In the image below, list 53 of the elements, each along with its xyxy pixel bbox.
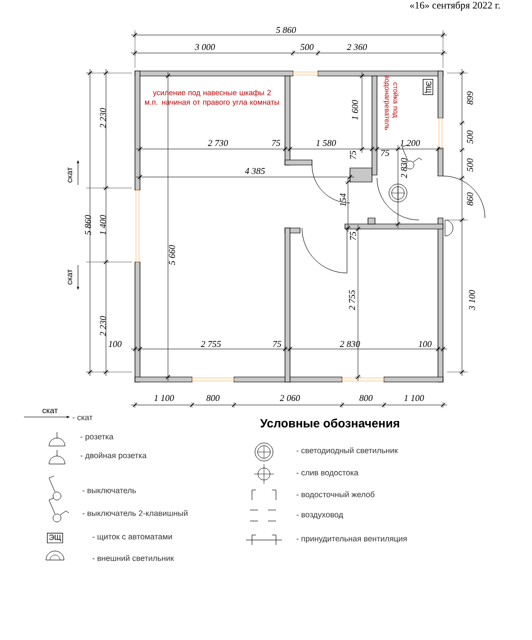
dimension-label: 3 100	[468, 290, 476, 310]
slope-label: скат	[68, 167, 72, 182]
slope-label: скат	[68, 269, 72, 284]
legend-text: - выключатель	[82, 488, 136, 494]
dimension-label: 1 100	[154, 394, 174, 402]
dimension-label: 4 385	[244, 168, 265, 174]
dimension-label: 800	[359, 394, 373, 402]
dimension-label: 5 860	[276, 26, 296, 34]
legend-text: - выключатель 2-клавишный	[82, 510, 188, 516]
dimension-label: 800	[206, 394, 220, 402]
dimension-label: 2 755	[200, 340, 221, 348]
dimension-label: 100	[418, 340, 432, 348]
dimension-label: 75	[273, 341, 282, 347]
dimension-label: 2 230	[100, 108, 106, 128]
dimension-label: 2 360	[346, 44, 367, 50]
slope-label: скат	[42, 408, 58, 414]
dimension-label: 2 230	[100, 316, 106, 336]
dimension-label: 1 100	[404, 394, 424, 402]
legend-text: - светодиодный светильник	[296, 447, 398, 455]
dimension-label: 5 660	[168, 245, 176, 265]
dimension-label: 1 200	[400, 140, 420, 146]
dimension-label: 2 755	[348, 290, 356, 310]
legend-text: - скат	[72, 416, 93, 420]
dimension-label: 860	[466, 192, 474, 206]
legend-text: - двойная розетка	[80, 452, 147, 460]
dimension-label: 899	[466, 91, 474, 105]
dimension-label: 5 860	[84, 215, 92, 235]
dimension-label: 75	[350, 150, 356, 159]
date-text: «16» сентября 2022 г.	[410, 1, 500, 11]
dimension-label: 3 000	[194, 44, 216, 50]
dimension-label: 75	[272, 140, 280, 146]
legend-text: - принудительная вентиляция	[296, 537, 407, 543]
legend-title: Условные обозначения	[260, 418, 400, 428]
dimension-label: 500	[466, 130, 474, 144]
dimension-label: 154	[340, 193, 346, 206]
legend-text: - слив водостока	[296, 471, 358, 477]
dimension-label: 2 060	[280, 394, 300, 402]
dimension-label: 75	[381, 150, 390, 156]
legend-text: - воздуховод	[296, 513, 344, 519]
dimension-label: 500	[300, 44, 314, 50]
legend-text: - внешний светильник	[92, 554, 174, 561]
dimension-label: 2 830	[400, 158, 408, 178]
dimension-label: 2 830	[340, 340, 360, 348]
dimension-label: 100	[108, 340, 122, 348]
dimension-label: 500	[466, 158, 474, 172]
dimension-label: 75	[350, 232, 356, 240]
dimension-label: 1 400	[100, 215, 106, 235]
legend-text: - водосточный желоб	[296, 491, 374, 499]
dimension-label: 2 730	[208, 140, 228, 146]
dimension-label: 1 600	[352, 100, 358, 120]
dimension-label: 1 580	[316, 140, 336, 146]
legend-text: - розетка	[80, 435, 114, 441]
legend-text: - щиток с автоматами	[92, 535, 172, 541]
